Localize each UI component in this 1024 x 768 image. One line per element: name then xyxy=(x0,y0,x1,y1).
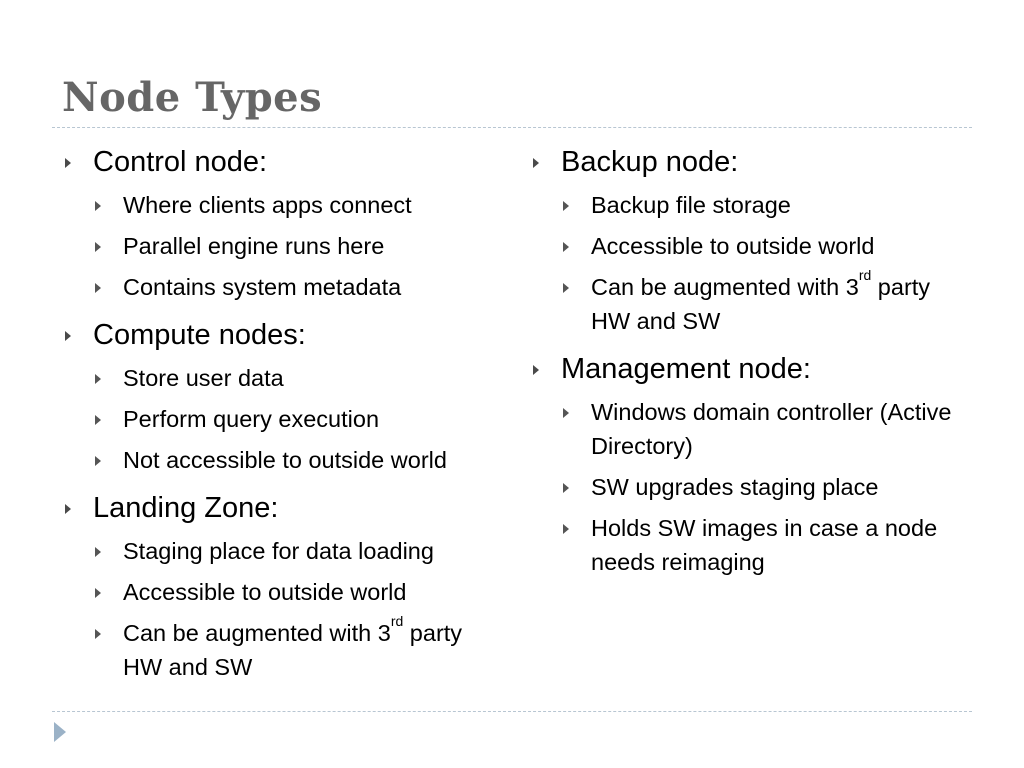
slide-title: Node Types xyxy=(62,74,323,121)
bullet-heading: Management node: xyxy=(530,350,970,388)
bullet-triangle-icon xyxy=(95,547,101,557)
sub-bullet: Windows domain controller (Active Direct… xyxy=(560,395,970,463)
group-compute-nodes: Compute nodes: Store user data Perform q… xyxy=(62,316,492,477)
sub-bullet: Can be augmented with 3rd party HW and S… xyxy=(560,267,970,338)
sub-bullet-text: Not accessible to outside world xyxy=(123,447,447,473)
sub-bullet-text: Can be augmented with 3 xyxy=(123,620,391,646)
sub-bullet-text: Parallel engine runs here xyxy=(123,233,385,259)
sub-bullet-text: Where clients apps connect xyxy=(123,192,412,218)
sub-bullet: Store user data xyxy=(92,361,492,395)
sub-bullet-text: Store user data xyxy=(123,365,284,391)
bullet-heading: Compute nodes: xyxy=(62,316,492,354)
sub-bullet: Contains system metadata xyxy=(92,270,492,304)
bullet-triangle-icon xyxy=(65,158,71,168)
sub-bullet: Perform query execution xyxy=(92,402,492,436)
sub-bullet-text: Windows domain controller (Active Direct… xyxy=(591,399,952,459)
sub-bullet-text: SW upgrades staging place xyxy=(591,474,879,500)
bullet-triangle-icon xyxy=(65,331,71,341)
sub-bullet: Accessible to outside world xyxy=(92,575,492,609)
bullet-triangle-icon xyxy=(563,524,569,534)
group-management-node: Management node: Windows domain controll… xyxy=(530,350,970,579)
bullet-triangle-icon xyxy=(563,408,569,418)
bullet-triangle-icon xyxy=(533,158,539,168)
sub-bullet-text: Backup file storage xyxy=(591,192,791,218)
sub-bullet: Not accessible to outside world xyxy=(92,443,492,477)
sub-bullet-text: Can be augmented with 3 xyxy=(591,274,859,300)
sub-bullet-text: Accessible to outside world xyxy=(591,233,875,259)
bullet-triangle-icon xyxy=(563,242,569,252)
left-column: Control node: Where clients apps connect… xyxy=(62,143,492,696)
sub-bullet: SW upgrades staging place xyxy=(560,470,970,504)
slide-nav-arrow-icon[interactable] xyxy=(54,722,66,742)
bullet-heading-text: Management node: xyxy=(561,353,811,385)
bullet-triangle-icon xyxy=(563,283,569,293)
bullet-heading: Landing Zone: xyxy=(62,489,492,527)
sub-bullet-text: Accessible to outside world xyxy=(123,579,407,605)
bullet-heading-text: Backup node: xyxy=(561,146,739,178)
group-backup-node: Backup node: Backup file storage Accessi… xyxy=(530,143,970,338)
bullet-triangle-icon xyxy=(95,456,101,466)
footer-divider xyxy=(52,711,972,712)
bullet-heading-text: Landing Zone: xyxy=(93,492,279,524)
bullet-triangle-icon xyxy=(95,588,101,598)
group-control-node: Control node: Where clients apps connect… xyxy=(62,143,492,304)
bullet-triangle-icon xyxy=(563,483,569,493)
sub-bullet: Can be augmented with 3rd party HW and S… xyxy=(92,613,492,684)
sub-bullet-text-rest: party HW and SW xyxy=(123,620,463,680)
sub-bullet: Holds SW images in case a node needs rei… xyxy=(560,511,970,579)
group-landing-zone: Landing Zone: Staging place for data loa… xyxy=(62,489,492,684)
bullet-triangle-icon xyxy=(95,242,101,252)
bullet-triangle-icon xyxy=(65,504,71,514)
title-divider xyxy=(52,127,972,128)
sub-bullet: Where clients apps connect xyxy=(92,188,492,222)
bullet-triangle-icon xyxy=(563,201,569,211)
bullet-triangle-icon xyxy=(95,415,101,425)
right-column: Backup node: Backup file storage Accessi… xyxy=(530,143,970,591)
superscript: rd xyxy=(858,267,872,283)
sub-bullet-text-rest: party HW and SW xyxy=(591,274,931,334)
superscript: rd xyxy=(390,613,404,629)
sub-bullet: Staging place for data loading xyxy=(92,534,492,568)
bullet-heading-text: Control node: xyxy=(93,146,268,178)
bullet-heading-text: Compute nodes: xyxy=(93,319,306,351)
bullet-triangle-icon xyxy=(533,365,539,375)
bullet-heading: Backup node: xyxy=(530,143,970,181)
bullet-triangle-icon xyxy=(95,629,101,639)
sub-bullet-text: Staging place for data loading xyxy=(123,538,434,564)
sub-bullet-text: Contains system metadata xyxy=(123,274,402,300)
bullet-heading: Control node: xyxy=(62,143,492,181)
sub-bullet-text: Perform query execution xyxy=(123,406,380,432)
sub-bullet: Accessible to outside world xyxy=(560,229,970,263)
bullet-triangle-icon xyxy=(95,283,101,293)
sub-bullet-text: Holds SW images in case a node needs rei… xyxy=(591,515,938,575)
bullet-triangle-icon xyxy=(95,201,101,211)
bullet-triangle-icon xyxy=(95,374,101,384)
sub-bullet: Backup file storage xyxy=(560,188,970,222)
sub-bullet: Parallel engine runs here xyxy=(92,229,492,263)
